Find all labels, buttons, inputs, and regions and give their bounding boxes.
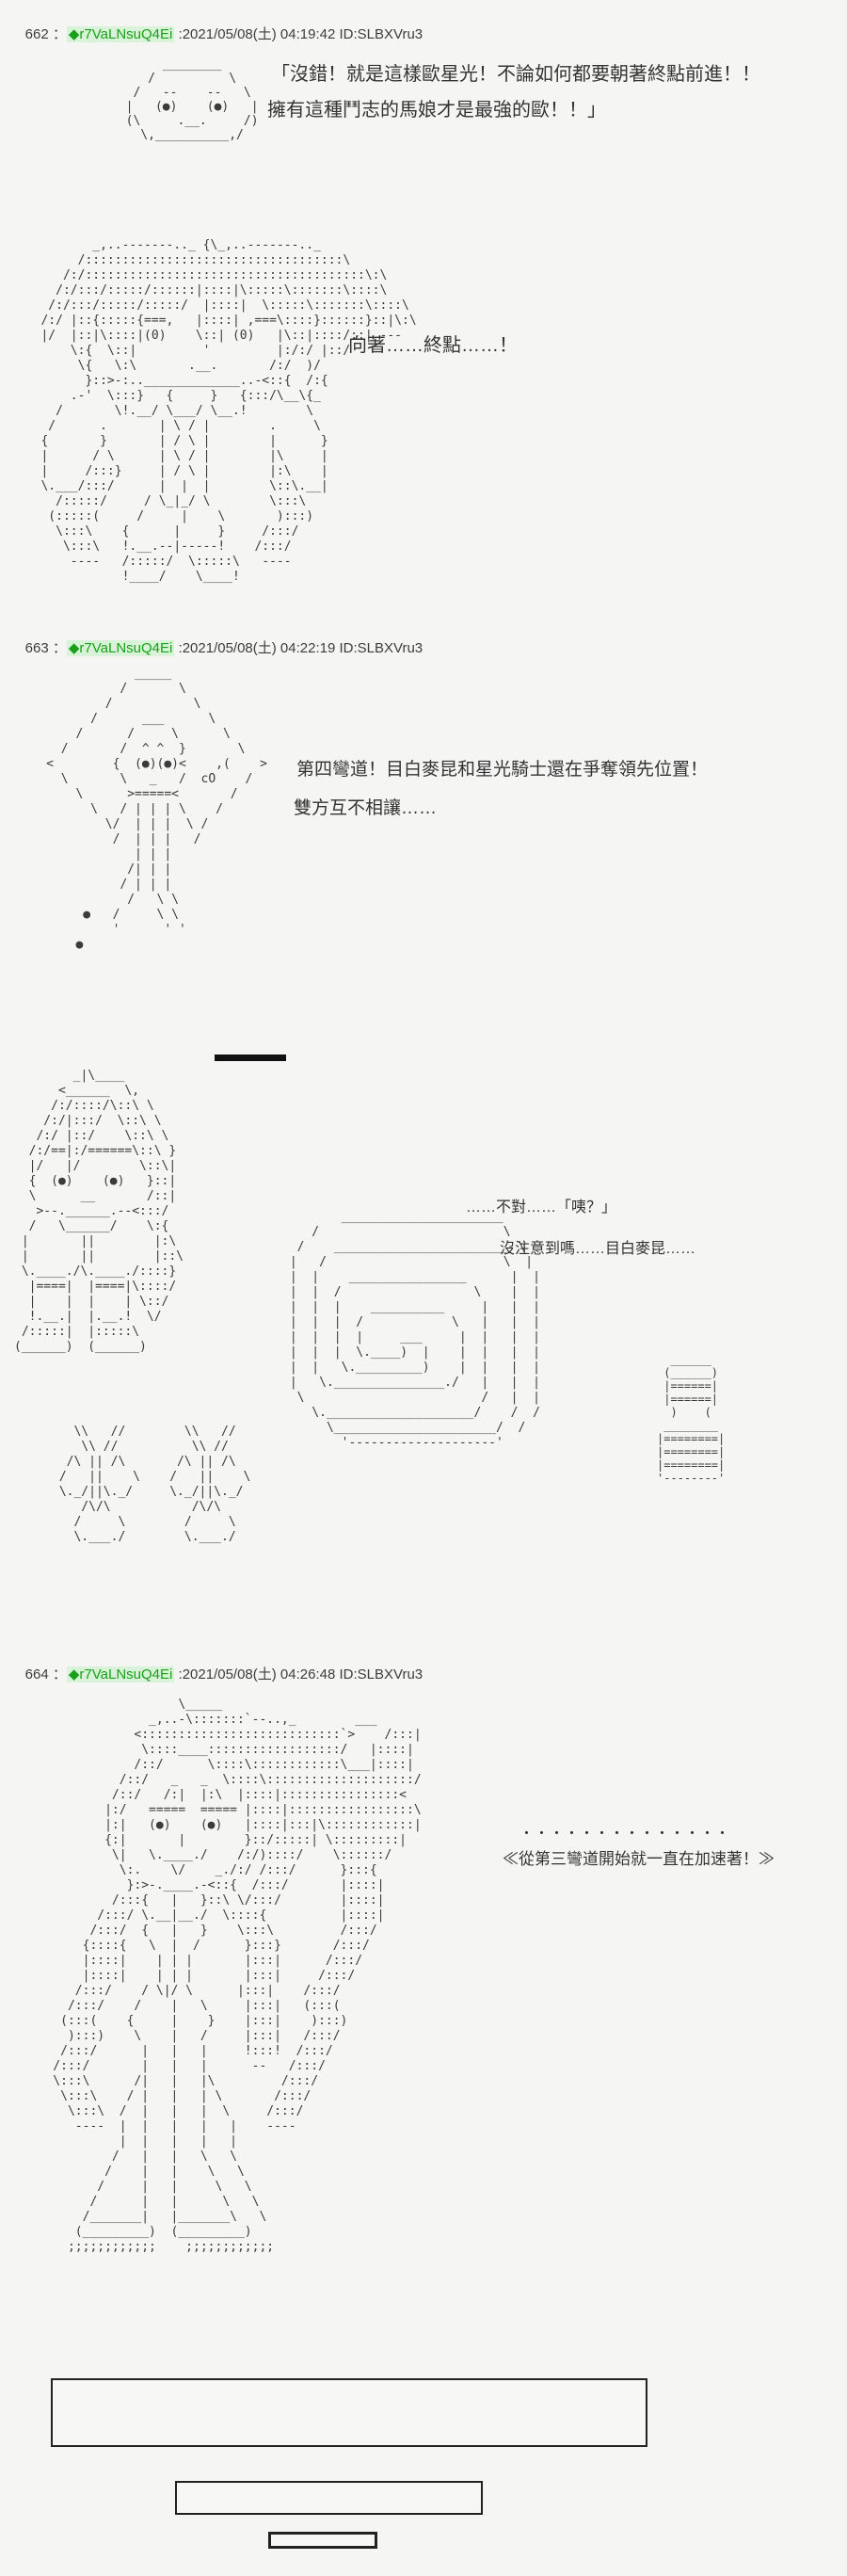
submit-button-box[interactable] — [268, 2532, 377, 2549]
runner-ascii-art: _|\____ <______ \, /:/::::/\::\ \ /:/|::… — [14, 1069, 184, 1354]
comment-input-box[interactable] — [175, 2481, 483, 2515]
post-meta: :2021/05/08(土) 04:19:42 ID:SLBXVru3 — [178, 26, 424, 42]
post-663-header: 663 ：◆r7VaLNsuQ4Ei :2021/05/08(土) 04:22:… — [9, 621, 423, 673]
dialogue-line-2: 擁有這種鬥志的馬娘才是最強的歐！！」 — [267, 100, 606, 121]
dialogue-line-1: 「沒錯！就是這樣歐星光！不論如何都要朝著終點前進！！ — [271, 64, 760, 85]
diamond-ascii-art: _____ / \ / \ / ___ \ / / \ \ / / ^ ^ } … — [46, 667, 267, 952]
post-number: 664 ： — [24, 1666, 67, 1682]
post-number: 662 ： — [24, 26, 67, 42]
race-commentary-line-1: 第四彎道！目白麥昆和星光騎士還在爭奪領先位置！ — [296, 760, 709, 780]
post-meta: :2021/05/08(土) 04:22:19 ID:SLBXVru3 — [178, 640, 424, 656]
tripcode: ◆r7VaLNsuQ4Ei — [66, 640, 175, 656]
emphasis-dots: ・・・・・・・・・・・・・・ — [519, 1826, 731, 1842]
comment-textarea-box[interactable] — [51, 2378, 647, 2447]
swirl-ascii-art: ______________________ / \ / ___________… — [289, 1210, 540, 1450]
caption-surprise: ……不對……「咦？」 — [466, 1199, 617, 1216]
post-664-header: 664 ：◆r7VaLNsuQ4Ei :2021/05/08(土) 04:26:… — [9, 1648, 423, 1699]
running-horse-girl-ascii-art: \_____ _,..-\:::::::`--..,_ ___ <:::::::… — [53, 1698, 422, 2254]
post-number: 663 ： — [24, 640, 67, 656]
post-meta: :2021/05/08(土) 04:26:48 ID:SLBXVru3 — [178, 1666, 424, 1682]
tripcode: ◆r7VaLNsuQ4Ei — [66, 1666, 175, 1682]
post-662-header: 662 ：◆r7VaLNsuQ4Ei :2021/05/08(土) 04:19:… — [9, 8, 423, 59]
race-commentary-line-2: 雙方互不相讓…… — [294, 798, 438, 818]
caption-goal: 向著……終點……！ — [348, 335, 518, 356]
tripcode: ◆r7VaLNsuQ4Ei — [66, 26, 175, 42]
sign-ascii-art: ______ (______) |======| |======| ) ( __… — [657, 1353, 726, 1485]
legs-ascii-art: \\ // \\ // \\ // \\ // /\ || /\ /\ || /… — [58, 1425, 251, 1544]
black-bar — [215, 1055, 286, 1061]
horse-girl-ascii-art: _,..-------.._ {\_,..-------.._ /:::::::… — [40, 238, 417, 584]
caption-notice: 沒注意到嗎……目白麥昆…… — [500, 1241, 696, 1257]
caption-acceleration: ≪從第三彎道開始就一直在加速著！≫ — [503, 1850, 775, 1868]
face-ascii-art: ________ / \ / -- -- \ | (●) (●) | (\ ._… — [125, 57, 259, 142]
